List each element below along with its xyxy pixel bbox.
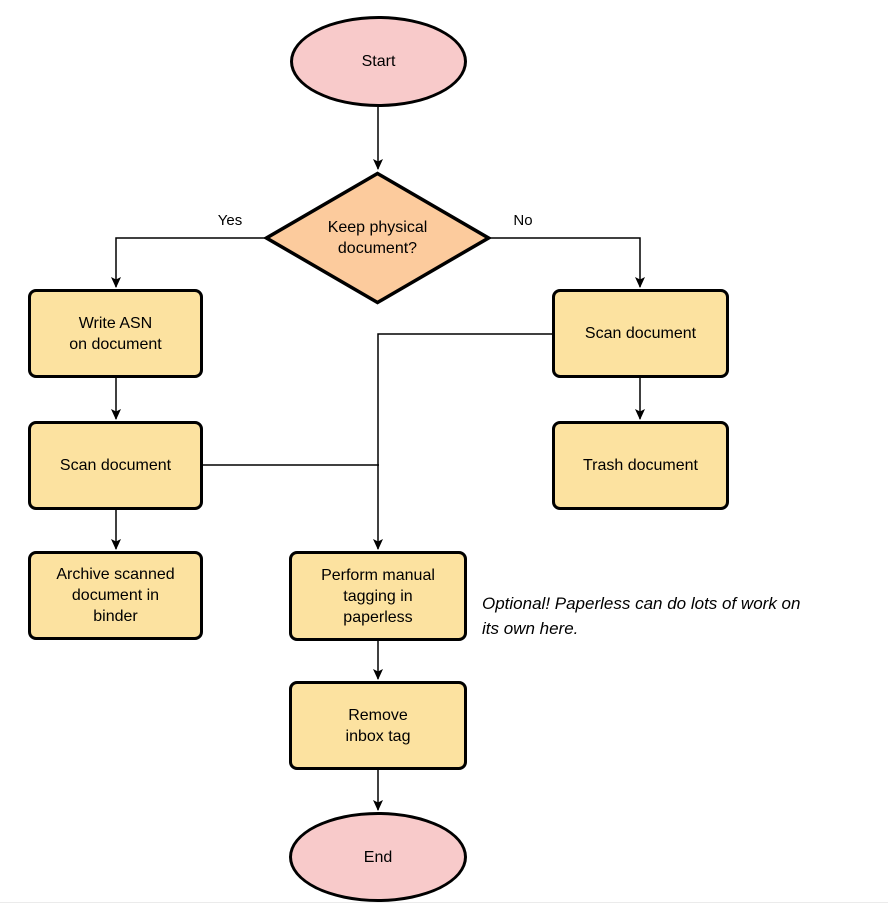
bottom-divider [0, 902, 888, 903]
archive-node: Archive scanned document in binder [28, 551, 203, 640]
edge-label-no: No [495, 212, 551, 230]
scan-document-left-node: Scan document [28, 421, 203, 510]
write-asn-node: Write ASN on document [28, 289, 203, 378]
decision-node: Keep physical document? [264, 171, 491, 305]
optional-note: Optional! Paperless can do lots of work … [482, 594, 801, 638]
trash-document-node: Trash document [552, 421, 729, 510]
edge-scan-right-to-tagging [373, 333, 552, 550]
scan-document-right-node: Scan document [552, 289, 729, 378]
start-node: Start [290, 16, 467, 107]
diamond-shape [264, 171, 491, 305]
edge-decision-yes-to-write-asn [111, 237, 266, 288]
remove-inbox-tag-node: Remove inbox tag [289, 681, 467, 770]
manual-tagging-node: Perform manual tagging in paperless [289, 551, 467, 641]
edge-decision-no-to-scan-right [490, 237, 645, 288]
edge-label-yes: Yes [200, 212, 260, 230]
end-node: End [289, 812, 467, 902]
decision-label: Keep physical document? [327, 219, 428, 257]
